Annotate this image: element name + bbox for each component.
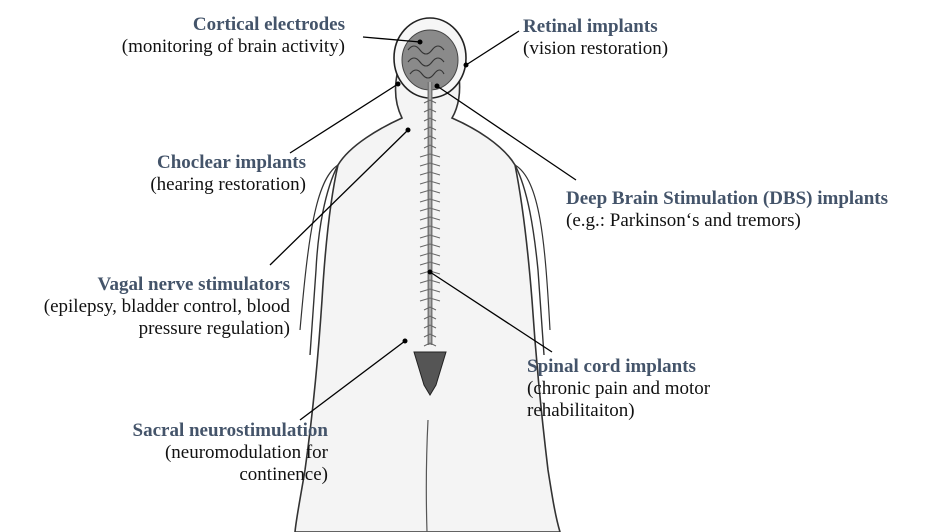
label-desc: rehabilitaiton) <box>527 400 710 422</box>
label-title: Cortical electrodes <box>122 14 345 36</box>
label-title: Sacral neurostimulation <box>133 420 328 442</box>
label-title: Vagal nerve stimulators <box>44 274 290 296</box>
label-desc: continence) <box>133 464 328 486</box>
electrode-dot-sacral <box>403 339 408 344</box>
electrode-dot-dbs <box>435 84 440 89</box>
label-desc: (monitoring of brain activity) <box>122 36 345 58</box>
label-sacral: Sacral neurostimulation (neuromodulation… <box>133 420 328 486</box>
label-title: Spinal cord implants <box>527 356 710 378</box>
label-cortical: Cortical electrodes (monitoring of brain… <box>122 14 345 58</box>
label-spinal: Spinal cord implants (chronic pain and m… <box>527 356 710 422</box>
label-desc: pressure regulation) <box>44 318 290 340</box>
label-desc: (e.g.: Parkinson‘s and tremors) <box>566 210 888 232</box>
leader-line-retinal <box>466 31 519 65</box>
label-cochlear: Choclear implants (hearing restoration) <box>150 152 306 196</box>
label-desc: (hearing restoration) <box>150 174 306 196</box>
label-title: Choclear implants <box>150 152 306 174</box>
label-title: Retinal implants <box>523 16 668 38</box>
electrode-dot-retinal <box>464 63 469 68</box>
electrode-dot-cortical <box>418 40 423 45</box>
label-desc: (epilepsy, bladder control, blood <box>44 296 290 318</box>
electrode-dot-vagal <box>406 128 411 133</box>
label-desc: (vision restoration) <box>523 38 668 60</box>
electrode-dot-cochlear <box>396 82 401 87</box>
label-dbs: Deep Brain Stimulation (DBS) implants (e… <box>566 188 888 232</box>
label-retinal: Retinal implants (vision restoration) <box>523 16 668 60</box>
electrode-dot-spinal <box>428 270 433 275</box>
label-desc: (neuromodulation for <box>133 442 328 464</box>
label-title: Deep Brain Stimulation (DBS) implants <box>566 188 888 210</box>
label-desc: (chronic pain and motor <box>527 378 710 400</box>
label-vagal: Vagal nerve stimulators (epilepsy, bladd… <box>44 274 290 340</box>
